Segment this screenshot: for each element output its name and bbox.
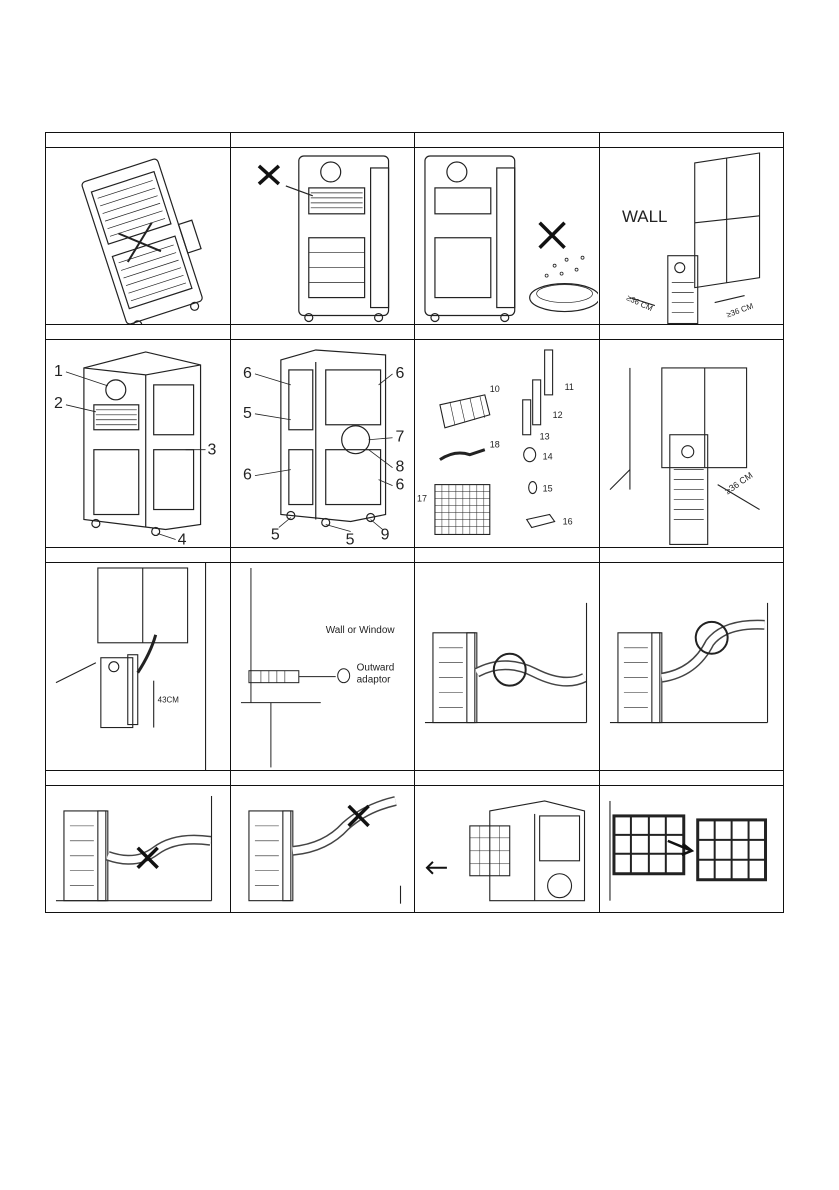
fig-outward-adaptor: Wall or Window Outward adaptor [231, 563, 416, 771]
fig-hose-sag-no [46, 786, 231, 913]
hose-straight-illustration [415, 563, 598, 770]
adaptor-label: adaptor [356, 675, 390, 686]
header-cell [231, 548, 416, 563]
header-row [46, 325, 784, 340]
header-cell [415, 133, 600, 148]
fig-front-parts: 1 2 3 4 [46, 340, 231, 548]
callout-1: 1 [54, 363, 63, 380]
header-row [46, 548, 784, 563]
image-row-1: WALL ≥36 CM ≥36 CM [46, 148, 784, 325]
accessory-12: 12 [553, 410, 563, 420]
header-cell [231, 325, 416, 340]
accessory-10: 10 [490, 384, 500, 394]
callout-5c: 5 [345, 531, 354, 547]
header-cell [415, 771, 600, 786]
accessory-16: 16 [563, 516, 573, 526]
remove-filter-illustration [415, 786, 598, 913]
accessory-13: 13 [540, 432, 550, 442]
accessory-11: 11 [565, 382, 574, 392]
callout-6b: 6 [395, 365, 404, 382]
fig-remove-filter [415, 786, 600, 913]
fig-accessories: 10 11 12 13 14 15 16 17 18 [415, 340, 600, 548]
tilted-unit-illustration [46, 148, 229, 325]
blocked-front-illustration [231, 148, 414, 325]
illustration-grid: WALL ≥36 CM ≥36 CM [45, 132, 784, 913]
callout-3: 3 [208, 442, 217, 459]
height-label: 43CM [158, 696, 179, 705]
hose-curved-illustration [600, 563, 783, 770]
callout-5a: 5 [242, 405, 251, 422]
callout-4: 4 [178, 531, 187, 547]
callout-8: 8 [395, 459, 404, 476]
fig-front-obstructed-no [231, 148, 416, 325]
header-cell [600, 771, 785, 786]
header-row [46, 771, 784, 786]
fig-window-clearance: ≥36 CM [600, 340, 785, 548]
header-row [46, 133, 784, 148]
fig-wall-clearance: WALL ≥36 CM ≥36 CM [600, 148, 785, 325]
header-cell [46, 548, 231, 563]
callout-6d: 6 [395, 477, 404, 494]
image-row-2: 1 2 3 4 [46, 340, 784, 548]
clearance-label-window: ≥36 CM [723, 470, 754, 496]
window-height-illustration: 43CM [46, 563, 229, 770]
hose-sag-illustration [46, 786, 229, 913]
header-cell [415, 325, 600, 340]
callout-6a: 6 [242, 365, 251, 382]
outward-label: Outward [356, 663, 394, 674]
rear-parts-illustration: 6 6 5 7 8 6 6 5 5 9 [231, 340, 414, 547]
wall-label: WALL [621, 207, 667, 226]
accessory-17: 17 [417, 494, 427, 504]
accessory-15: 15 [543, 484, 553, 494]
header-cell [600, 325, 785, 340]
accessories-illustration: 10 11 12 13 14 15 16 17 18 [415, 340, 598, 547]
front-parts-illustration: 1 2 3 4 [46, 340, 229, 547]
accessory-14: 14 [543, 452, 553, 462]
header-cell [46, 771, 231, 786]
header-cell [600, 548, 785, 563]
callout-7: 7 [395, 429, 404, 446]
callout-5b: 5 [270, 526, 279, 543]
clearance-label-left: ≥36 CM [625, 293, 654, 313]
wall-clearance-illustration: WALL ≥36 CM ≥36 CM [600, 148, 783, 325]
header-cell [46, 325, 231, 340]
header-cell [231, 771, 416, 786]
fig-filter-panels [600, 786, 785, 913]
header-cell [46, 133, 231, 148]
fig-hose-raised-no [231, 786, 416, 913]
fig-unit-tilted-no [46, 148, 231, 325]
hose-raised-illustration [231, 786, 414, 913]
filter-panels-illustration [600, 786, 783, 913]
fig-rear-parts: 6 6 5 7 8 6 6 5 5 9 [231, 340, 416, 548]
callout-2: 2 [54, 395, 63, 412]
accessory-18: 18 [490, 440, 500, 450]
header-cell [231, 133, 416, 148]
clearance-label-right: ≥36 CM [725, 301, 754, 319]
fig-hose-ok-2 [600, 563, 785, 771]
header-cell [415, 548, 600, 563]
callout-6c: 6 [242, 467, 251, 484]
fig-window-height: 43CM [46, 563, 231, 771]
fig-hose-ok-1 [415, 563, 600, 771]
image-row-4 [46, 786, 784, 913]
outward-adaptor-illustration: Wall or Window Outward adaptor [231, 563, 414, 770]
wall-or-window-label: Wall or Window [325, 625, 395, 636]
header-cell [600, 133, 785, 148]
fig-water-basin-no [415, 148, 600, 325]
image-row-3: 43CM Wall or Window Outward adaptor [46, 563, 784, 771]
window-clearance-illustration: ≥36 CM [600, 340, 783, 547]
water-basin-illustration [415, 148, 598, 325]
